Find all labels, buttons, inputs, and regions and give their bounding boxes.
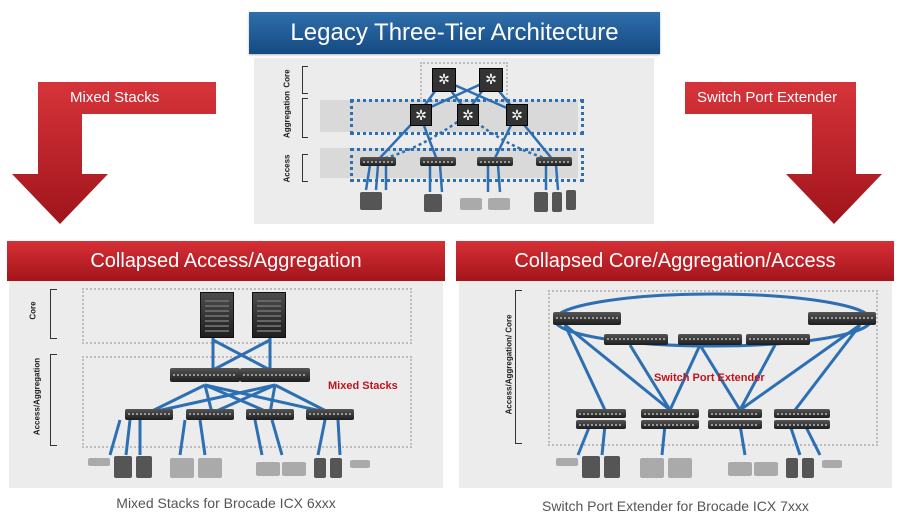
legacy-endpoint-workstation-icon (424, 194, 442, 212)
left-stack-switch-2 (240, 368, 310, 382)
right-endpoint-printer-icon-2 (668, 458, 692, 478)
legacy-agg-router-1 (410, 104, 432, 126)
right-spx-switch-2 (604, 334, 668, 345)
legacy-core-router-1 (432, 68, 456, 92)
right-title: Collapsed Core/Aggregation/Access (514, 250, 836, 272)
right-pe-stack-2b (641, 420, 699, 429)
legacy-aggregation-group (350, 99, 584, 135)
left-core-group (82, 288, 412, 344)
left-arrow-label: Mixed Stacks (70, 89, 160, 106)
legacy-bracket-core (302, 66, 308, 94)
legacy-agg-router-2 (457, 104, 479, 126)
right-bracket (515, 290, 522, 444)
legacy-access-switch-1 (360, 157, 396, 166)
legacy-endpoint-laptop-icon (460, 198, 482, 210)
legacy-access-group (350, 148, 584, 182)
right-endpoint-monitor-icon (582, 456, 600, 478)
legacy-title-banner: Legacy Three-Tier Architecture (249, 12, 660, 54)
legacy-title: Legacy Three-Tier Architecture (290, 19, 619, 46)
left-caption: Mixed Stacks for Brocade ICX 6xxx (116, 495, 336, 511)
legacy-endpoint-phone-icon (552, 192, 562, 212)
right-pe-stack-1b (576, 420, 626, 429)
right-pe-stack-3a (708, 409, 762, 418)
right-stack-group (548, 290, 878, 446)
left-access-switch-4 (306, 409, 354, 420)
left-endpoint-laptop-icon-2 (282, 462, 306, 476)
legacy-aggregation-band (320, 100, 578, 132)
left-endpoint-monitor-icon-2 (136, 456, 152, 478)
legacy-access-switch-4 (536, 157, 572, 166)
legacy-bracket-access (302, 154, 308, 182)
left-mixed-stacks-callout: Mixed Stacks (328, 380, 398, 392)
left-bracket-access-aggregation (50, 354, 57, 446)
left-bracket-core (50, 289, 57, 339)
right-endpoint-phone-icon (786, 458, 798, 478)
left-stack-switch-1 (170, 368, 240, 382)
right-endpoint-printer-icon (640, 458, 664, 478)
legacy-access-switch-2 (420, 157, 456, 166)
right-endpoint-phone-icon-2 (802, 458, 814, 478)
right-spx-switch-1 (553, 312, 621, 325)
right-endpoint-laptop-icon (728, 462, 752, 476)
right-spx-switch-4 (746, 334, 810, 345)
right-pe-stack-2a (641, 409, 699, 418)
right-spx-callout: Switch Port Extender (654, 372, 765, 384)
left-core-chassis-1 (200, 292, 234, 338)
legacy-endpoint-printer-icon (360, 192, 382, 210)
left-endpoint-phone-icon (314, 458, 326, 478)
right-pe-stack-3b (708, 420, 762, 429)
legacy-endpoint-phone-icon-2 (566, 190, 576, 210)
right-pe-stack-4a (774, 409, 830, 418)
right-spx-switch-5 (808, 312, 876, 325)
legacy-endpoint-tablet-icon (534, 192, 548, 212)
right-title-banner: Collapsed Core/Aggregation/Access (456, 241, 894, 281)
right-arrow-label: Switch Port Extender (697, 89, 838, 106)
left-endpoint-laptop-icon (256, 462, 280, 476)
legacy-endpoint-laptop-icon-2 (488, 198, 510, 210)
left-title-banner: Collapsed Access/Aggregation (7, 241, 445, 281)
legacy-core-router-2 (479, 68, 503, 92)
left-title: Collapsed Access/Aggregation (90, 250, 362, 272)
left-core-chassis-2 (252, 292, 286, 338)
legacy-bracket-aggregation (302, 98, 308, 138)
right-caption: Switch Port Extender for Brocade ICX 7xx… (542, 498, 809, 514)
right-endpoint-wifi-icon (556, 458, 578, 466)
left-access-switch-1 (125, 409, 173, 420)
right-endpoint-wifi-icon-2 (822, 460, 842, 468)
left-endpoint-wifi-icon (88, 458, 110, 466)
left-endpoint-phone-icon-2 (330, 458, 342, 478)
right-pe-stack-4b (774, 420, 830, 429)
left-endpoint-printer-icon (170, 458, 194, 478)
right-pe-stack-1a (576, 409, 626, 418)
right-endpoint-laptop-icon-2 (754, 462, 778, 476)
left-access-switch-3 (246, 409, 294, 420)
left-endpoint-wifi-icon-2 (350, 460, 370, 468)
legacy-access-switch-3 (477, 157, 513, 166)
legacy-agg-router-3 (506, 104, 528, 126)
left-endpoint-printer-icon-2 (198, 458, 222, 478)
right-endpoint-monitor-icon-2 (604, 456, 620, 478)
left-access-switch-2 (186, 409, 234, 420)
right-spx-switch-3 (678, 334, 742, 345)
left-endpoint-monitor-icon (114, 456, 132, 478)
